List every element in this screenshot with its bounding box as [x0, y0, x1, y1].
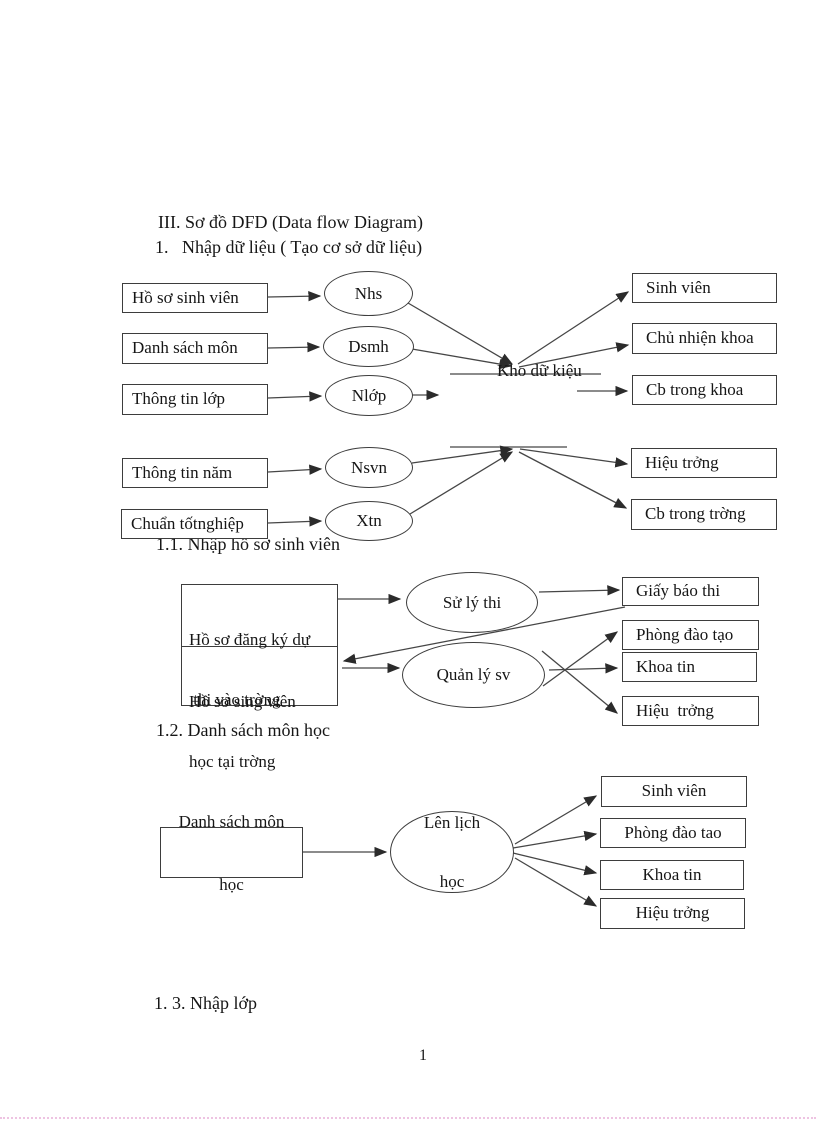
arrow [407, 302, 514, 365]
sink-box: Hiệu trởng [622, 696, 759, 726]
section-heading-1-1: 1.1. Nhập hồ sơ sinh viên [156, 534, 341, 554]
sink-box: Sinh viên [601, 776, 747, 807]
source-box-bottom-cell: Hồ sơ sing viên học tại trờng [182, 647, 337, 812]
sink-box: Giấy báo thi [622, 577, 759, 606]
source-box-label: học tại trờng [189, 752, 276, 771]
arrow [517, 291, 630, 365]
sink-box-label: Hiệu trởng [645, 452, 719, 472]
arrow [548, 663, 619, 674]
process-label-line: Lên lịch [423, 812, 481, 832]
source-box-label: Danh sách môn [132, 338, 238, 358]
process-ellipse: Quản lý sv [402, 642, 545, 708]
process-label: Nhs [354, 283, 383, 303]
page-bottom-dotted-line [0, 1117, 816, 1119]
arrow [542, 631, 619, 687]
source-box-split: Hồ sơ đăng ký dự thi vào trờng Hồ sơ sin… [181, 584, 338, 771]
arrow [267, 516, 323, 527]
source-box-label: Thông tin năm [132, 462, 233, 482]
arrow [267, 291, 322, 302]
sink-box-label: Phòng đào tao [624, 822, 722, 842]
source-box: Danh sách môn học [160, 812, 303, 894]
process-label: Nsvn [351, 457, 387, 477]
sink-box: Phòng đào tạo [622, 620, 759, 650]
page-title: III. Sơ đồ DFD (Data flow Diagram) [158, 212, 423, 232]
sink-box: Phòng đào tao [600, 818, 746, 848]
sink-box: Khoa tin [622, 652, 757, 682]
process-ellipse: Xtn [325, 501, 413, 541]
section-heading-1-2: 1.2. Danh sách môn học [156, 720, 330, 740]
arrow [411, 445, 514, 464]
section-heading-1-3: 1. 3. Nhập lớp [154, 993, 258, 1013]
sink-box: Cb trong khoa [632, 375, 777, 405]
process-label-line: học [439, 871, 465, 891]
source-box-label: Danh sách môn học [179, 769, 285, 937]
source-box-label-line: học [219, 874, 244, 894]
source-box: Hồ sơ sinh viên [122, 283, 268, 313]
source-box: Thông tin lớp [122, 384, 268, 415]
sink-box-label: Phòng đào tạo [636, 624, 734, 644]
process-ellipse: Nhs [324, 271, 413, 316]
arrow [512, 852, 598, 876]
arrow [518, 451, 628, 509]
sink-box-label: Sinh viên [641, 781, 707, 801]
sink-box: Cb trong trờng [631, 499, 777, 530]
sink-box-label: Khoa tin [642, 864, 702, 884]
arrow [538, 585, 621, 596]
source-box: Thông tin năm [122, 458, 268, 488]
sink-box-label: Khoa tin [636, 656, 696, 676]
source-box: Chuẩn tốtnghiệp [121, 509, 268, 539]
sink-box-label: Giấy báo thi [636, 581, 721, 601]
sink-box: Hiệu trởng [600, 898, 745, 929]
process-label: Lên lịch học [424, 774, 480, 930]
process-label: Quản lý sv [436, 665, 511, 685]
process-ellipse: Nsvn [325, 447, 413, 488]
source-box-label: Hồ sơ sing viên [189, 692, 296, 711]
source-box-label: Hồ sơ đăng ký dự [189, 630, 311, 649]
arrow [519, 448, 629, 468]
source-box-top-cell: Hồ sơ đăng ký dự thi vào trờng [182, 585, 337, 709]
source-box: Danh sách môn [122, 333, 268, 364]
arrow [512, 830, 598, 849]
process-ellipse: Lên lịch học [390, 811, 514, 893]
source-box-label: thi vào trờng [189, 690, 281, 709]
sink-box-label: Hiệu trởng [636, 700, 714, 720]
process-ellipse: Sử lý thi [406, 572, 538, 633]
source-box-label: Thông tin lớp [132, 389, 226, 409]
sink-box: Sinh viên [632, 273, 777, 303]
process-ellipse: Nlớp [325, 375, 413, 416]
sink-box-label: Cb trong trờng [645, 504, 746, 524]
process-label: Sử lý thi [442, 592, 502, 612]
page-number: 1 [419, 1047, 427, 1064]
sink-box-label: Chủ nhiện khoa [646, 328, 754, 348]
process-label: Xtn [356, 511, 382, 531]
arrow [514, 795, 598, 845]
process-label: Nlớp [351, 385, 387, 405]
arrow [409, 451, 514, 515]
sink-box-label: Cb trong khoa [646, 379, 744, 399]
arrow [267, 464, 323, 475]
process-ellipse: Dsmh [323, 326, 414, 367]
source-box-label-line: Danh sách môn [178, 811, 285, 831]
source-box-label: Chuẩn tốtnghiệp [131, 513, 244, 533]
arrow [267, 342, 321, 353]
sink-box: Khoa tin [600, 860, 744, 890]
arrow [541, 650, 619, 714]
process-label: Dsmh [348, 336, 389, 356]
sink-box-label: Hiệu trởng [635, 903, 710, 923]
source-box-label: Hồ sơ sinh viên [132, 287, 239, 307]
arrow [514, 857, 598, 907]
sink-box: Chủ nhiện khoa [632, 323, 777, 354]
arrow [267, 391, 323, 402]
sink-box: Hiệu trởng [631, 448, 777, 478]
section-heading-1: 1. Nhập dữ liệu ( Tạo cơ sở dữ liệu) [155, 237, 423, 257]
sink-box-label: Sinh viên [646, 277, 711, 297]
data-store-label: Kho dữ kiệu [497, 361, 582, 380]
